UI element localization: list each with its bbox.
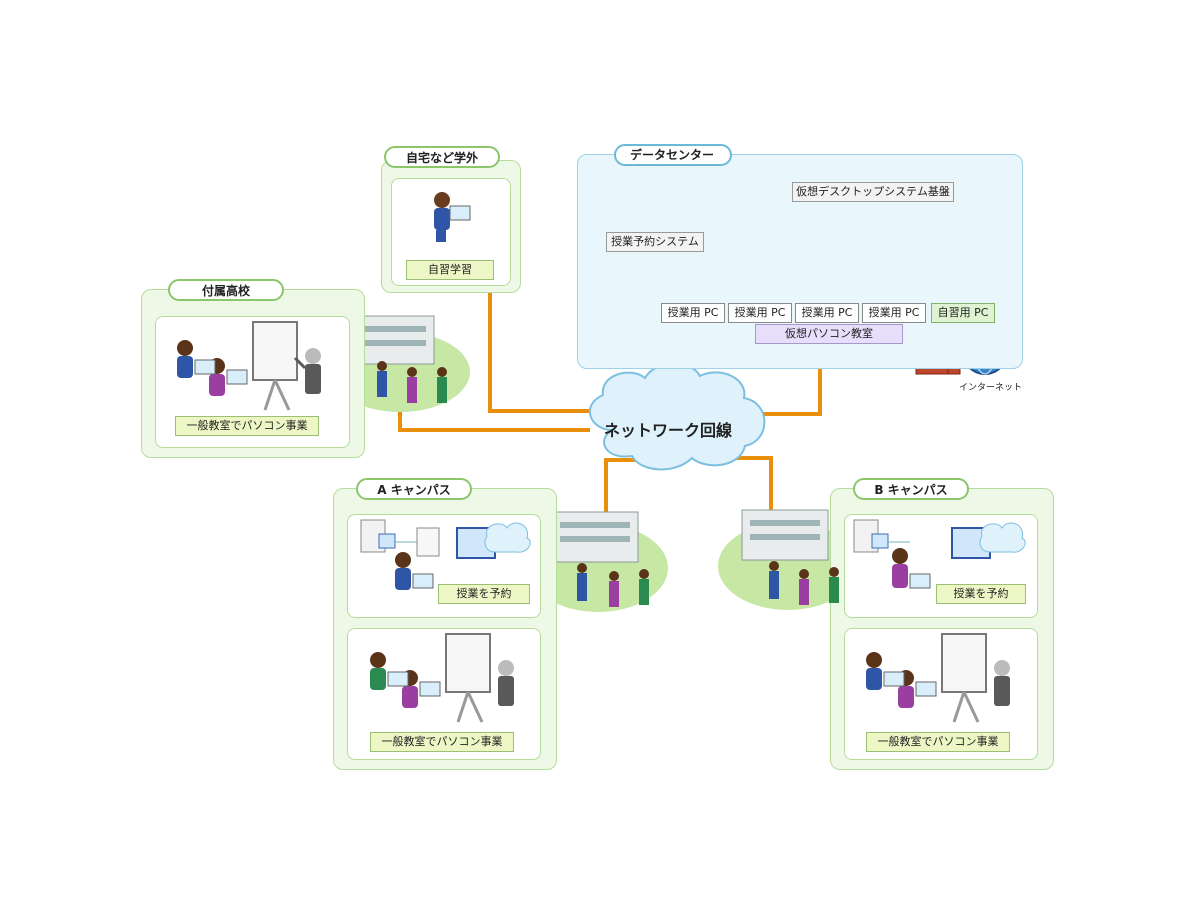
- campus-a-activity-label: 一般教室でパソコン事業: [370, 732, 514, 752]
- reservation-scene-icon: [853, 519, 1026, 589]
- reservation-scene-icon: [360, 519, 531, 590]
- campus-b-building-icon: [718, 509, 858, 610]
- students-group-icon: [377, 361, 447, 403]
- student-laptop-icon: [434, 192, 471, 242]
- home-title: 自宅など学外: [384, 146, 500, 168]
- classroom-scene-icon: [370, 633, 514, 723]
- virtual-room-label: 仮想パソコン教室: [755, 324, 903, 344]
- pc-label-4: 授業用 PC: [862, 303, 926, 323]
- line-campus-a: [604, 458, 640, 530]
- classroom-scene-icon: [866, 633, 1010, 723]
- vdi-platform-label: 仮想デスクトップシステム基盤: [792, 182, 954, 202]
- fuzoku-title: 付属高校: [168, 279, 284, 301]
- pc-label-3: 授業用 PC: [795, 303, 859, 323]
- pc-label-1: 授業用 PC: [661, 303, 725, 323]
- classroom-scene-icon: [177, 321, 321, 411]
- campus-b-reserve-label: 授業を予約: [936, 584, 1026, 604]
- pc-label-5: 自習用 PC: [931, 303, 995, 323]
- students-group-icon: [769, 561, 839, 605]
- line-home: [488, 292, 610, 413]
- pc-label-2: 授業用 PC: [728, 303, 792, 323]
- campus-a-building-icon: [528, 511, 668, 612]
- campus-b-activity-label: 一般教室でパソコン事業: [866, 732, 1010, 752]
- internet-label: インターネット: [959, 383, 1023, 393]
- campus-a-title: A キャンパス: [356, 478, 472, 500]
- network-cloud-icon: [589, 362, 766, 471]
- reservation-system-label: 授業予約システム: [606, 232, 704, 252]
- students-group-icon: [577, 563, 649, 607]
- datacenter-title: データセンター: [614, 144, 732, 166]
- home-activity-label: 自習学習: [406, 260, 494, 280]
- network-label: ネットワーク回線: [604, 421, 733, 440]
- school-building-icon: [330, 315, 470, 412]
- fuzoku-activity-label: 一般教室でパソコン事業: [175, 416, 319, 436]
- campus-b-title: B キャンパス: [853, 478, 969, 500]
- campus-a-reserve-label: 授業を予約: [438, 584, 530, 604]
